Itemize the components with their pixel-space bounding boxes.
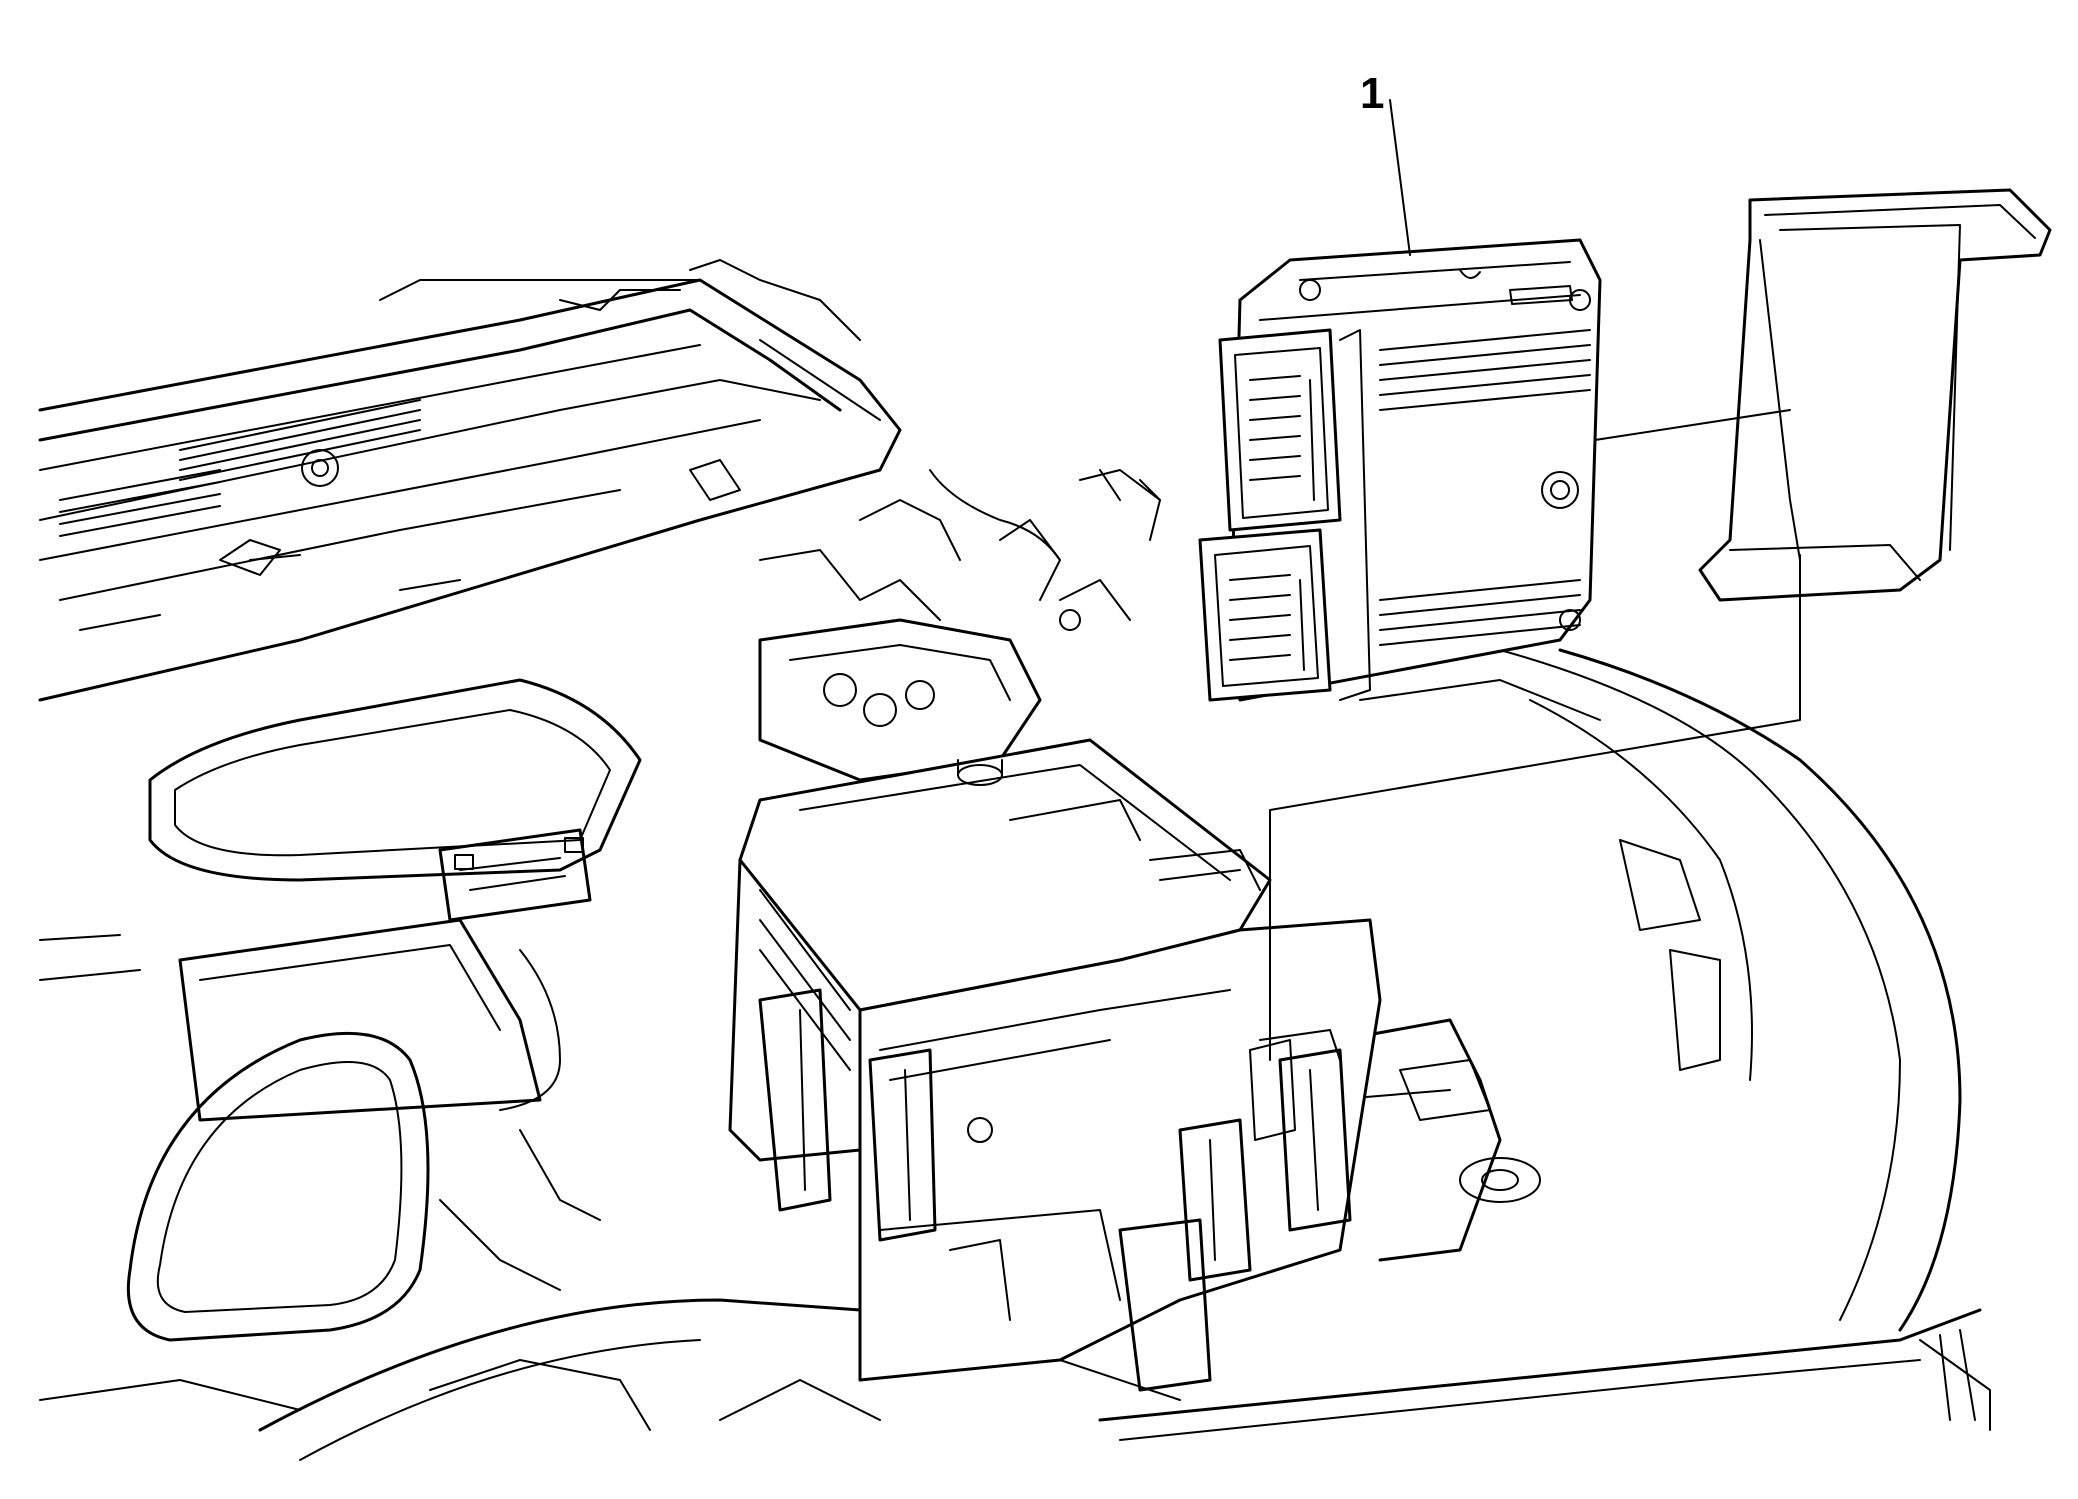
right-fender — [1359, 648, 1962, 1332]
callout-label-1: 1 — [1360, 69, 1384, 118]
engine-control-module — [1198, 238, 1602, 702]
ecm-cover — [1698, 188, 2052, 602]
engine-bay-components — [758, 469, 1161, 782]
leader-lines — [1249, 99, 1801, 1141]
front-lower-structure — [258, 1298, 1991, 1461]
left-fender — [39, 678, 642, 1411]
battery-tray — [1299, 1018, 1541, 1262]
cowl-panel — [38, 259, 902, 702]
battery — [728, 738, 1382, 1401]
